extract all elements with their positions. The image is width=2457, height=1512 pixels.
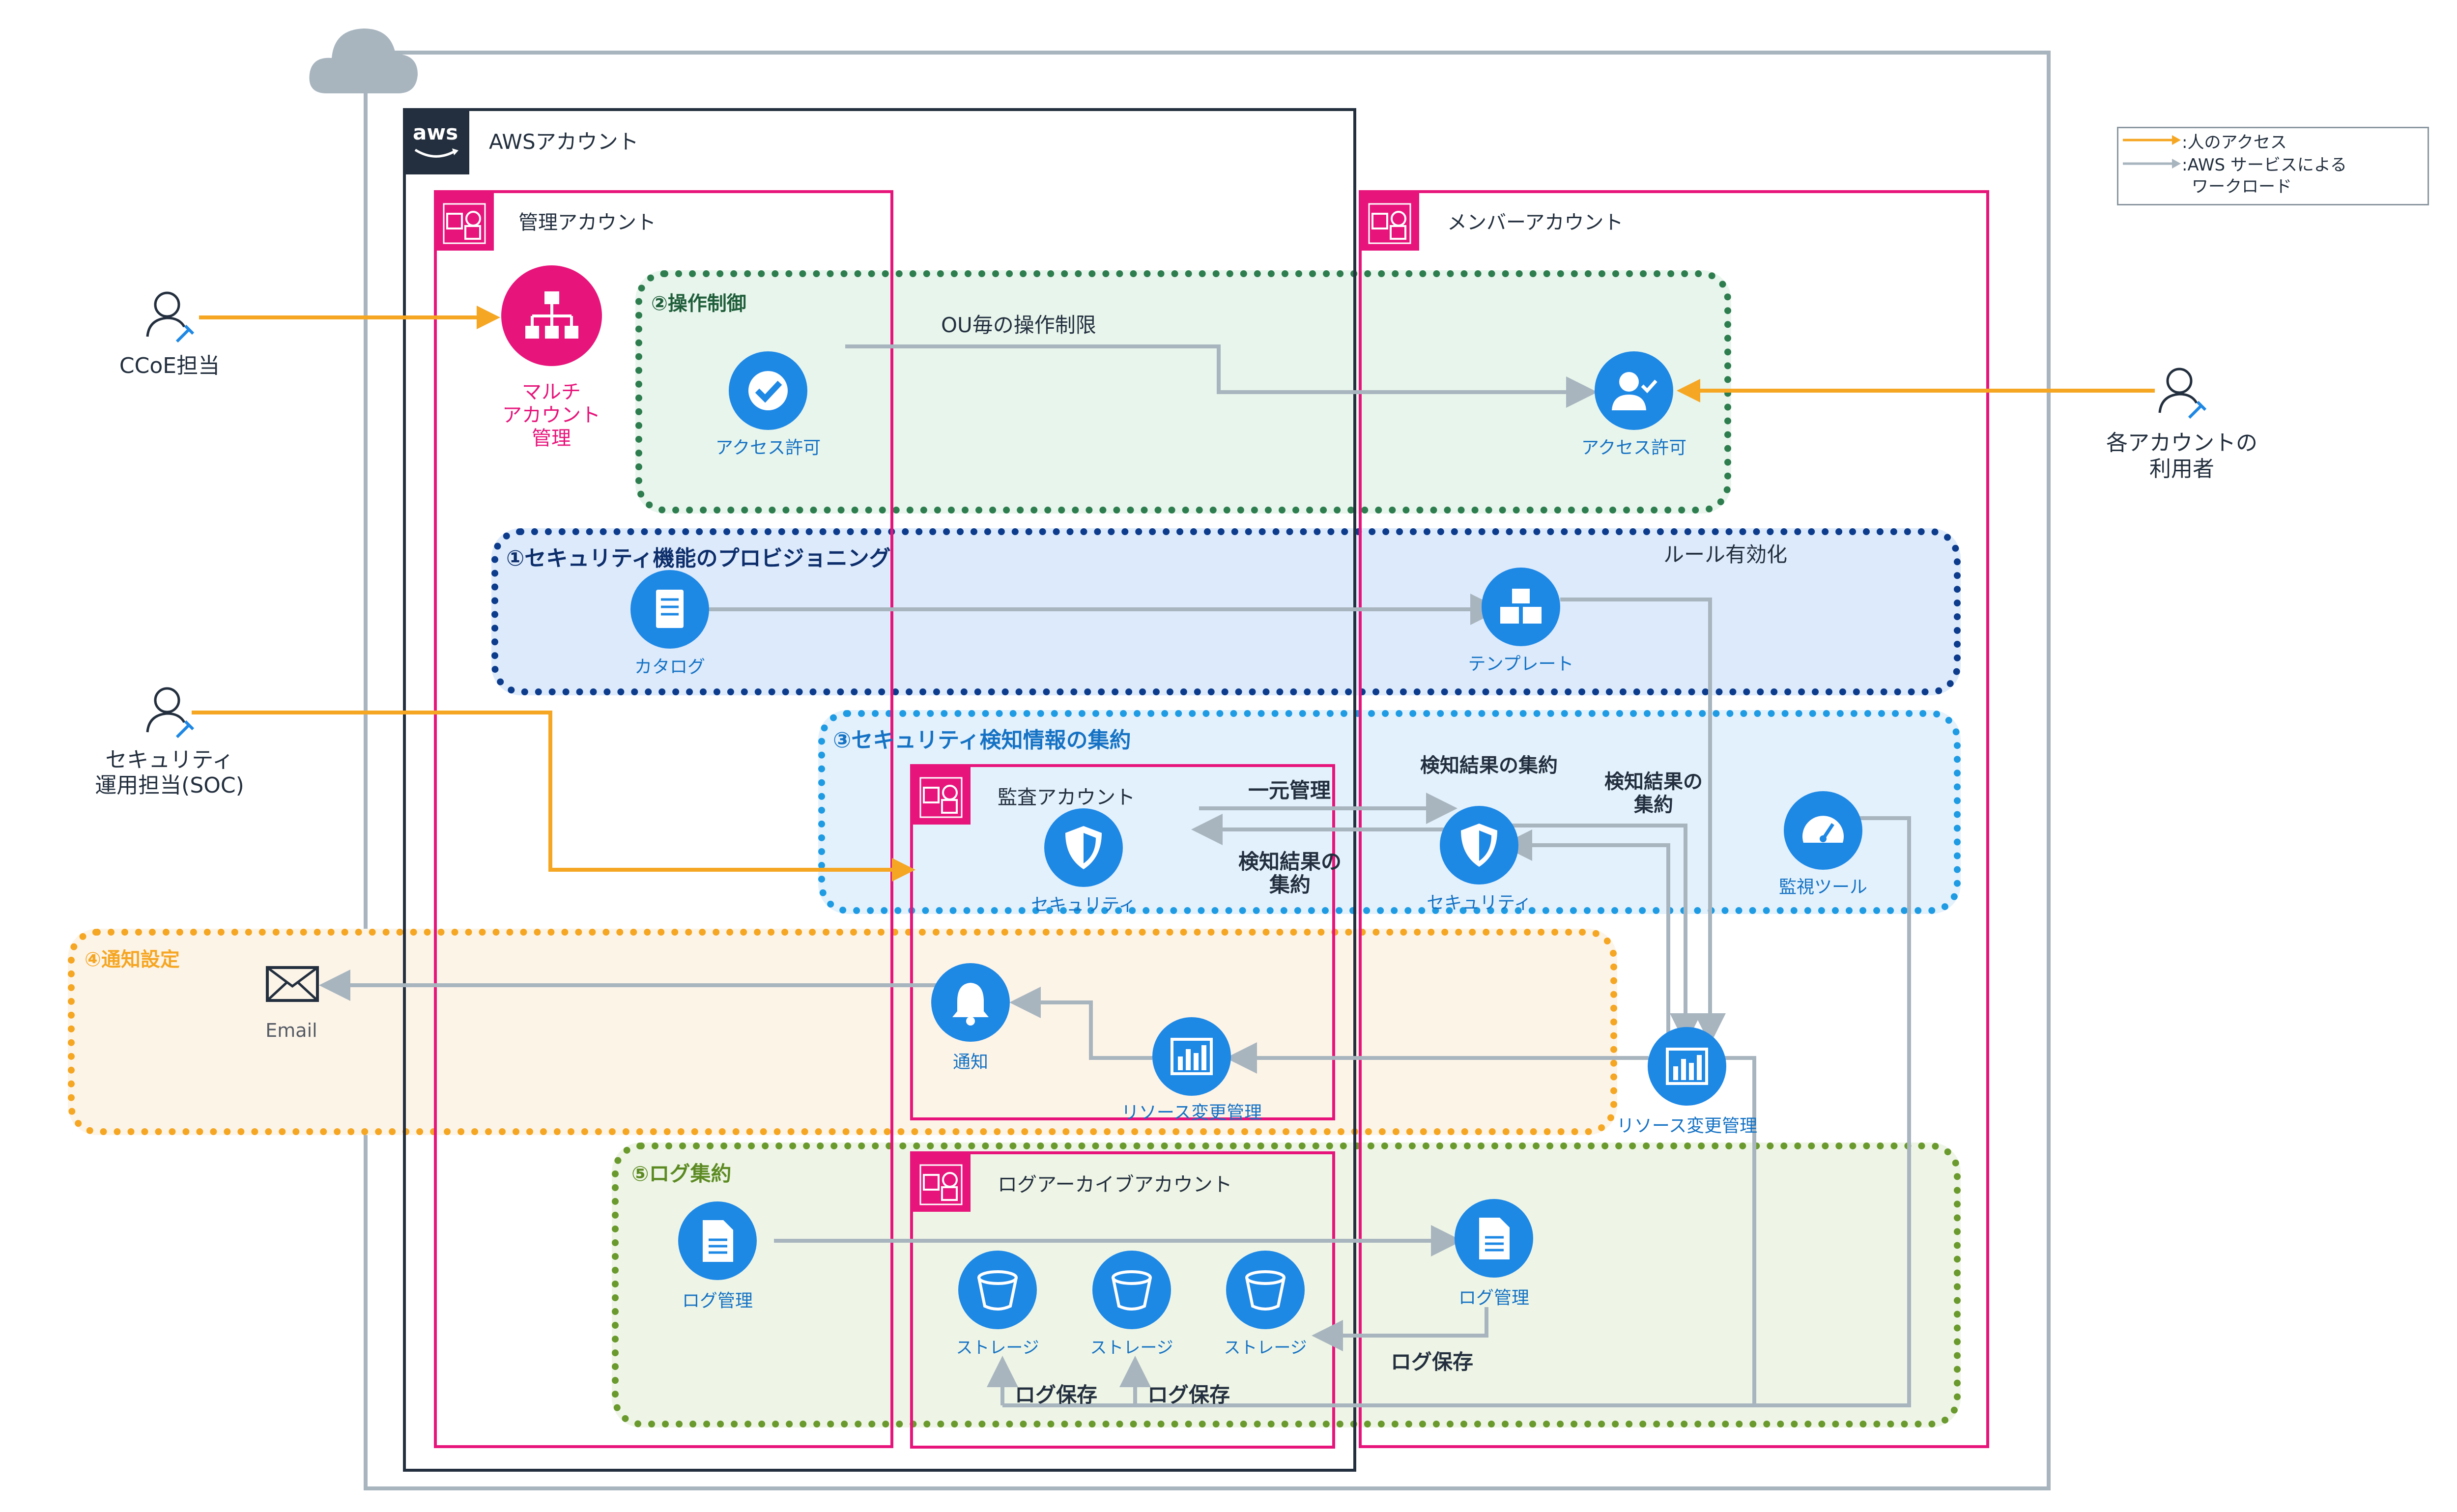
log-archive-account-frame	[910, 1151, 1335, 1449]
users-label-1: 各アカウントの	[2106, 430, 2257, 456]
resource-chart-icon-audit	[1152, 1017, 1231, 1096]
storage-bucket-icon-1	[958, 1251, 1037, 1329]
management-account-label: 管理アカウント	[518, 211, 656, 234]
access-check-icon	[729, 351, 807, 430]
notify-label: 通知	[952, 1052, 989, 1072]
users-label-2: 利用者	[2149, 456, 2214, 482]
storage-3-label: ストレージ	[1224, 1338, 1307, 1358]
storage-1-label: ストレージ	[956, 1338, 1039, 1358]
legend-human-label: :人のアクセス	[2182, 133, 2287, 152]
res-to-sec-line	[1501, 829, 1670, 1037]
log-archive-account-icon	[912, 1153, 971, 1212]
resource-chart-icon-member	[1648, 1027, 1726, 1106]
rule-enable-line	[1560, 598, 1726, 1045]
zone-provisioning	[491, 528, 1961, 695]
users-person-icon	[2158, 368, 2207, 419]
legend-service-label-2: ワークロード	[2192, 177, 2292, 197]
res-member-log-line	[1135, 1056, 1756, 1407]
storage-2-label: ストレージ	[1090, 1338, 1173, 1358]
res-to-notify-line	[1009, 987, 1152, 1060]
multi-account-icon	[501, 265, 602, 366]
member-account-label: メンバーアカウント	[1447, 211, 1624, 234]
soc-label-2: 運用担当(SOC)	[95, 773, 244, 798]
zone-ops-control-title: ②操作制御	[651, 292, 746, 315]
resource-member-label: リソース変更管理	[1616, 1116, 1758, 1136]
template-label: テンプレート	[1468, 654, 1574, 674]
bell-icon	[931, 963, 1010, 1042]
email-envelope-icon	[266, 966, 319, 1002]
storage-bucket-icon-2	[1092, 1251, 1171, 1329]
zone-detection	[818, 710, 1961, 914]
email-label: Email	[265, 1020, 317, 1041]
audit-account-icon	[912, 766, 971, 825]
member-account-frame	[1359, 190, 1989, 1448]
cloud-icon	[309, 29, 418, 93]
template-icon	[1482, 568, 1560, 646]
catalog-icon	[630, 570, 709, 649]
security-shield-icon-member	[1440, 806, 1518, 884]
agg-mid-label-2: 集約	[1269, 873, 1311, 897]
management-account-icon	[435, 192, 494, 251]
agg-top-label: 検知結果の集約	[1420, 754, 1558, 777]
aws-smile-icon	[414, 148, 458, 158]
log-doc-icon-mgmt	[678, 1201, 757, 1280]
legend-service-arrow	[2123, 159, 2181, 169]
soc-access-line	[192, 711, 915, 882]
aws-account-frame	[403, 108, 1356, 1472]
soc-label-1: セキュリティ	[105, 747, 234, 772]
aws-logo	[403, 108, 469, 174]
security-audit-label: セキュリティ	[1031, 895, 1136, 915]
sec-to-res-line	[1509, 824, 1701, 1045]
audit-account-label: 監査アカウント	[998, 786, 1135, 809]
catalog-label: カタログ	[634, 657, 706, 677]
log-mgmt-label: ログ管理	[682, 1291, 753, 1311]
security-shield-icon-audit	[1044, 808, 1123, 887]
access-user-icon	[1595, 351, 1673, 430]
legend-human-arrow	[2123, 135, 2181, 145]
log-doc-icon-member	[1455, 1199, 1533, 1278]
storage-bucket-icon-3	[1226, 1251, 1305, 1329]
zone-notification-title: ④通知設定	[85, 948, 180, 971]
log-member-label: ログ管理	[1458, 1288, 1530, 1308]
log-save-label-1: ログ保存	[1391, 1350, 1474, 1374]
ou-limit-label: OU毎の操作制限	[941, 313, 1096, 337]
ou-limit-line	[845, 344, 1598, 408]
access-mgmt-label: アクセス許可	[715, 438, 821, 458]
multi-account-label-1: マルチ	[522, 381, 581, 403]
resource-audit-label: リソース変更管理	[1121, 1103, 1262, 1123]
ccoe-label: CCoE担当	[119, 353, 220, 378]
multi-account-label-2: アカウント	[502, 404, 600, 427]
aws-logo-text: aws	[413, 120, 458, 144]
rule-enable-label: ルール有効化	[1663, 542, 1788, 567]
log-member-to-storage-line	[1312, 1307, 1488, 1351]
agg-right-label-1: 検知結果の	[1604, 770, 1703, 793]
zone-log-title: ⑤ログ集約	[631, 1162, 732, 1186]
management-account-frame	[434, 190, 893, 1448]
zone-provisioning-title: ①セキュリティ機能のプロビジョニング	[506, 546, 891, 571]
log-save-label-2: ログ保存	[1015, 1383, 1098, 1407]
security-member-label: セキュリティ	[1427, 893, 1532, 913]
access-member-label: アクセス許可	[1581, 438, 1687, 458]
legend-service-label: :AWS サービスによる	[2182, 155, 2347, 175]
agg-mid-label-1: 検知結果の	[1238, 850, 1342, 874]
soc-person-icon	[146, 687, 195, 739]
log-save-label-3: ログ保存	[1147, 1383, 1230, 1407]
monitor-gauge-icon	[1784, 791, 1862, 870]
ccoe-person-icon	[146, 291, 195, 343]
agg-right-label-2: 集約	[1634, 794, 1673, 816]
log-archive-account-label: ログアーカイブアカウント	[998, 1173, 1232, 1196]
member-account-icon	[1360, 192, 1419, 251]
multi-account-label-3: 管理	[532, 427, 571, 450]
aws-account-label: AWSアカウント	[489, 130, 639, 154]
zone-detection-title: ③セキュリティ検知情報の集約	[833, 728, 1131, 753]
cloud-boundary	[364, 51, 2051, 1490]
monitor-label: 監視ツール	[1778, 877, 1868, 897]
audit-account-frame	[910, 764, 1335, 1120]
central-mgmt-label: 一元管理	[1248, 778, 1331, 802]
